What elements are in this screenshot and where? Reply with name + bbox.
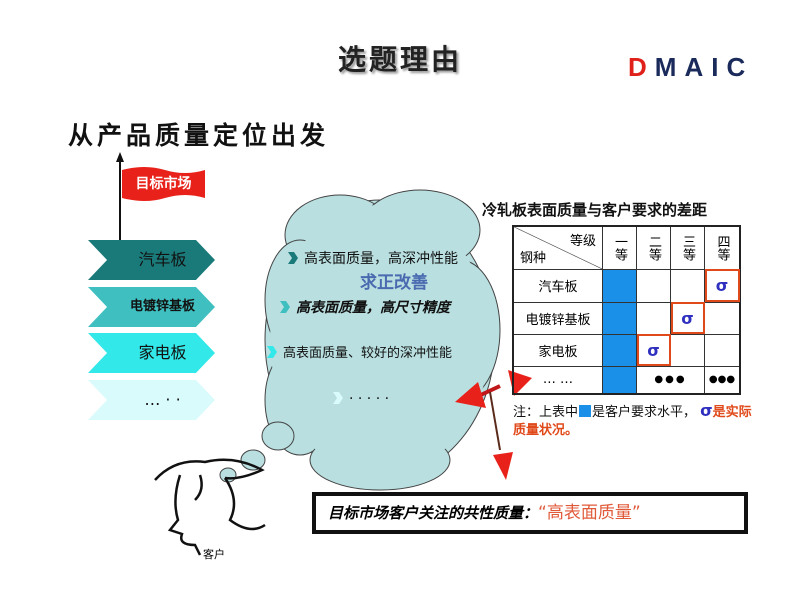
grade-header-cell: 四等	[704, 225, 741, 270]
segment-more: … · ·	[88, 380, 215, 420]
requirement-cell	[602, 365, 637, 395]
chevron-bullet-icon	[333, 392, 343, 404]
header-corner: 等级钢种	[512, 225, 603, 270]
conclusion-box: 目标市场客户关注的共性质量：“高表面质量”	[312, 492, 748, 534]
segment-label: 家电板	[138, 343, 187, 362]
dmaic-rest: MAIC	[654, 52, 754, 82]
requirement-item: 高表面质量、较好的深冲性能	[267, 345, 452, 362]
grade-header-cell: 一等	[602, 225, 637, 270]
requirement-item: 高表面质量，高深冲性能	[288, 251, 458, 268]
note-sigma: σ	[700, 401, 713, 420]
grade-header: 等级	[569, 234, 596, 249]
requirement-text: · · · · ·	[349, 391, 390, 407]
flag-icon	[122, 167, 205, 201]
row-label: 电镀锌基板	[512, 301, 603, 335]
requirement-cell	[602, 301, 637, 335]
conclusion-quote: “高表面质量”	[538, 503, 641, 523]
row-label: 汽车板	[512, 268, 603, 303]
requirement-text: 高表面质量、较好的深冲性能	[283, 346, 453, 361]
requirement-text: 高表面质量，高尺寸精度	[296, 300, 450, 316]
blue-square-icon	[579, 405, 592, 417]
chevron-bullet-icon	[288, 252, 298, 264]
segment-galvanized: 电镀锌基板	[88, 287, 215, 327]
cloud	[219, 189, 501, 491]
segment-label: 汽车板	[138, 250, 187, 269]
requirement-item: 高表面质量，高尺寸精度	[280, 300, 450, 317]
chevron-bullet-icon	[267, 346, 277, 358]
requirement-cell	[602, 268, 637, 303]
arrow-up-icon	[116, 152, 124, 162]
conclusion-text: 目标市场客户关注的共性质量：	[328, 504, 539, 522]
watermark: 求正改善	[360, 273, 428, 293]
quality-gap-table: 等级钢种 一等 二等 三等 四等 汽车板 σ 电镀锌基板 σ 家电板 σ … … ●●●…	[512, 225, 741, 395]
slide-title: 选题理由	[337, 43, 462, 76]
note-prefix: 注：上表中	[513, 405, 579, 420]
customer-figure-icon	[154, 458, 266, 556]
sigma-cell: σ	[670, 301, 705, 335]
chevron-bullet-icon	[280, 301, 290, 313]
segment-appliance: 家电板	[88, 333, 215, 373]
table-note: 注：上表中是客户要求水平， σ是实际质量状况。	[513, 402, 753, 440]
segment-label: … · ·	[144, 390, 181, 409]
sigma-cell: σ	[704, 268, 741, 303]
dots-cell: ●●●	[704, 365, 741, 395]
table-title: 冷轧板表面质量与客户要求的差距	[482, 201, 708, 219]
requirement-text: 高表面质量，高深冲性能	[304, 251, 458, 267]
note-mid: 是客户要求水平，	[592, 405, 697, 420]
grade-header-cell: 二等	[636, 225, 671, 270]
sigma-cell: σ	[636, 333, 671, 367]
segment-label: 电镀锌基板	[129, 299, 195, 314]
requirement-cell	[602, 333, 637, 367]
subtitle: 从产品质量定位出发	[68, 121, 330, 150]
segment-auto: 汽车板	[88, 240, 215, 280]
requirement-item: · · · · ·	[333, 391, 389, 408]
customer-label: 客户	[203, 548, 225, 561]
dmaic-logo: DMAIC	[628, 52, 753, 83]
flag-label: 目标市场	[135, 176, 192, 192]
dots-cell: ●●●	[636, 365, 705, 395]
grade-header-cell: 三等	[670, 225, 705, 270]
row-label: 家电板	[512, 333, 603, 367]
row-label: … …	[512, 365, 603, 395]
steel-header: 钢种	[520, 250, 547, 266]
note-suffix: 是实际质量状况。	[513, 405, 752, 438]
dmaic-d: D	[628, 52, 655, 82]
